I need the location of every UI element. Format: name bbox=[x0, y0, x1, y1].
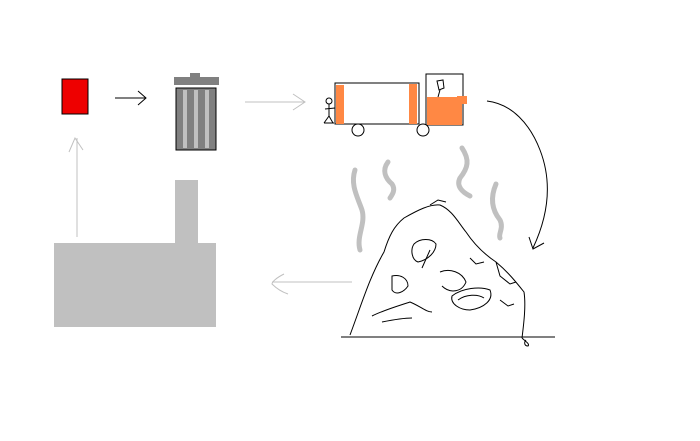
arrow-landfill-to-factory bbox=[271, 273, 352, 295]
landfill-pile-icon bbox=[341, 199, 555, 347]
garbage-truck-icon bbox=[323, 73, 467, 137]
factory-icon bbox=[54, 180, 216, 327]
smoke-icon bbox=[350, 145, 504, 253]
arrow-can-to-truck bbox=[245, 93, 306, 111]
trash-can-icon bbox=[174, 73, 219, 151]
red-item-icon bbox=[61, 78, 89, 115]
worker-figure-icon bbox=[323, 97, 336, 124]
arrow-item-to-can bbox=[115, 90, 147, 106]
arrow-factory-to-item bbox=[68, 136, 84, 237]
arrow-truck-to-landfill bbox=[486, 100, 548, 250]
